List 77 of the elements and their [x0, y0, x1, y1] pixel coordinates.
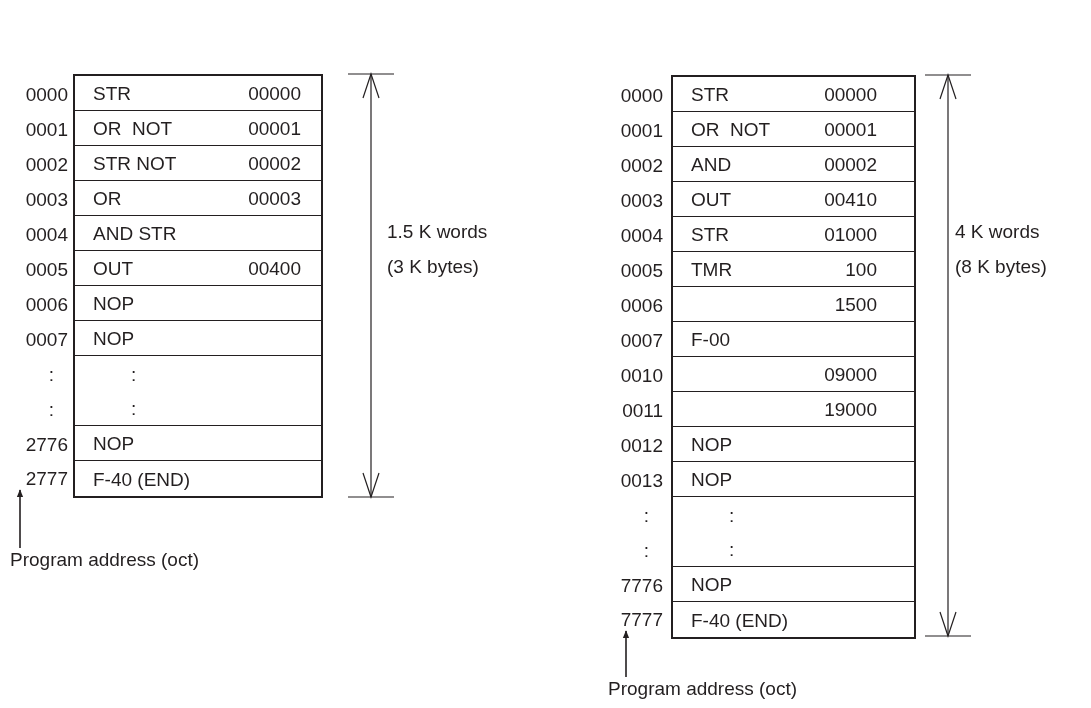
operand: 19000 [824, 399, 877, 419]
program-address: 0005 [620, 260, 663, 279]
instruction: F-40 (END) [691, 610, 789, 629]
operand: 01000 [824, 224, 877, 244]
program-address: 0005 [25, 259, 68, 278]
program-address: 0003 [620, 190, 663, 209]
operand: 00001 [824, 119, 877, 139]
program-address: 2777 [25, 469, 68, 488]
program-address: : [643, 505, 649, 524]
memory-size-label: (3 K bytes) [387, 257, 479, 276]
memory-map-table [73, 74, 323, 498]
program-address: 0010 [620, 365, 663, 384]
operand: 00003 [248, 188, 301, 208]
program-address: : [48, 364, 54, 383]
operand: 1500 [834, 294, 877, 314]
instruction: OR NOT [93, 118, 173, 138]
program-address: 0006 [25, 294, 68, 313]
instruction: STR [93, 83, 131, 103]
ellipsis-mark: : [131, 398, 137, 418]
program-address: 0001 [25, 119, 68, 138]
operand: 00410 [824, 189, 877, 209]
instruction: F-00 [691, 329, 731, 349]
program-address: 0001 [620, 120, 663, 139]
leader-arrow [622, 630, 630, 678]
instruction: STR NOT [93, 153, 177, 173]
instruction: NOP [691, 434, 733, 454]
program-address: 0012 [620, 435, 663, 454]
program-address: 7777 [620, 610, 663, 629]
program-address: 0006 [620, 295, 663, 314]
program-address: 0007 [620, 330, 663, 349]
instruction: STR [691, 224, 729, 244]
memory-map-table [671, 75, 916, 639]
program-address: 0013 [620, 470, 663, 489]
ellipsis-mark: : [729, 505, 735, 524]
ellipsis-mark: : [131, 364, 137, 383]
program-address: 0004 [25, 224, 68, 243]
instruction: STR [691, 84, 729, 104]
program-address: 0011 [622, 400, 663, 419]
program-address: 0003 [25, 189, 68, 208]
memory-size-label: 1.5 K words [387, 222, 488, 241]
operand: 00002 [248, 153, 301, 173]
instruction: NOP [691, 469, 733, 489]
operand: 09000 [824, 364, 877, 384]
instruction: OR NOT [691, 119, 771, 139]
program-address: 0000 [620, 85, 663, 104]
memory-size-label: (8 K bytes) [955, 257, 1047, 276]
instruction: OR [93, 188, 122, 208]
program-address: 0004 [620, 225, 663, 244]
axis-caption: Program address (oct) [10, 550, 199, 569]
instruction: AND STR [93, 223, 177, 243]
program-address: 7776 [620, 575, 663, 594]
instruction: F-40 (END) [93, 469, 191, 488]
operand: 00000 [824, 84, 877, 104]
leader-arrow [16, 489, 24, 549]
program-address: 0007 [25, 329, 68, 348]
ellipsis-mark: : [729, 539, 735, 559]
instruction: OUT [93, 258, 134, 278]
instruction: NOP [93, 433, 135, 453]
instruction: NOP [691, 574, 733, 594]
program-address: 0000 [25, 84, 68, 103]
operand: 00001 [248, 118, 301, 138]
instruction: TMR [691, 259, 733, 279]
axis-caption: Program address (oct) [608, 679, 797, 698]
instruction: NOP [93, 328, 135, 348]
instruction: AND [691, 154, 732, 174]
program-address: 2776 [25, 434, 68, 453]
program-address: 0002 [25, 154, 68, 173]
instruction: OUT [691, 189, 732, 209]
memory-size-label: 4 K words [955, 222, 1040, 241]
operand: 00000 [248, 83, 301, 103]
program-address: : [643, 540, 649, 559]
operand: 00002 [824, 154, 877, 174]
program-address: : [48, 399, 54, 418]
program-address: 0002 [620, 155, 663, 174]
operand: 00400 [248, 258, 301, 278]
operand: 100 [845, 259, 877, 279]
instruction: NOP [93, 293, 135, 313]
